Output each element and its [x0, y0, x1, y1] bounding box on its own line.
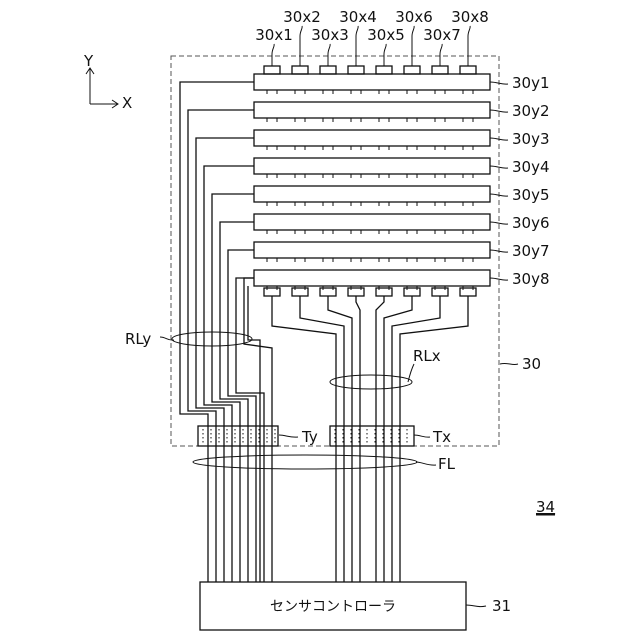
x-label-leader	[272, 44, 274, 66]
y-electrode-label: 30y8	[512, 270, 550, 288]
controller-ref-label: 31	[492, 597, 511, 615]
x-label-leader	[356, 26, 358, 66]
rlx-label: RLx	[413, 347, 441, 365]
y-label-leader	[490, 278, 508, 280]
y-electrode-bar	[254, 74, 490, 90]
y-electrode-bar	[254, 186, 490, 202]
figure-ref-label: 34	[536, 498, 555, 516]
reference-labels: RLy RLx 30 Ty Tx FL 34 31	[125, 330, 555, 615]
x-electrode-label: 30x2	[283, 8, 321, 26]
y-label-leader	[490, 166, 508, 168]
sensor-controller-label: センサコントローラ	[270, 599, 396, 615]
y-electrode-label: 30y2	[512, 102, 550, 120]
x-electrode-labels: 30x130x230x330x430x530x630x730x8	[255, 8, 489, 66]
y-electrode-label: 30y4	[512, 158, 550, 176]
x-electrode-top-pad	[264, 66, 280, 74]
x-electrode-label: 30x3	[311, 26, 349, 44]
rly-label: RLy	[125, 330, 151, 348]
x-electrode-top-pad	[320, 66, 336, 74]
tx-label: Tx	[432, 428, 451, 446]
axis-y-label: Y	[83, 52, 94, 70]
x-electrode-bottom-pad	[264, 288, 280, 296]
ty-terminal-block	[198, 426, 278, 446]
y-label-leader	[490, 222, 508, 224]
axis-x-label: X	[122, 94, 132, 112]
x-label-leader	[384, 44, 386, 66]
x-electrode-label: 30x8	[451, 8, 489, 26]
y-electrode-bar	[254, 130, 490, 146]
ty-label: Ty	[301, 428, 318, 446]
x-electrode-label: 30x4	[339, 8, 377, 26]
x-electrode-bottom-pad	[292, 288, 308, 296]
x-electrode-label: 30x7	[423, 26, 461, 44]
x-electrode-label: 30x6	[395, 8, 433, 26]
electrode-array	[254, 66, 490, 296]
x-electrode-bottom-pad	[376, 288, 392, 296]
y-electrode-bar	[254, 270, 490, 286]
y-electrode-bar	[254, 158, 490, 174]
x-routing-line	[376, 296, 384, 582]
x-label-leader	[440, 44, 442, 66]
x-label-leader	[328, 44, 330, 66]
x-label-leader	[412, 26, 414, 66]
x-electrode-bottom-pad	[348, 288, 364, 296]
x-electrode-bottom-pad	[320, 288, 336, 296]
x-electrode-bottom-pad	[460, 288, 476, 296]
y-electrode-label: 30y3	[512, 130, 550, 148]
x-label-leader	[468, 26, 470, 66]
x-routing-line	[328, 296, 352, 582]
y-electrode-label: 30y6	[512, 214, 550, 232]
x-electrode-top-pad	[432, 66, 448, 74]
y-electrode-label: 30y1	[512, 74, 550, 92]
panel-ref-label: 30	[522, 355, 541, 373]
x-electrode-bottom-pad	[432, 288, 448, 296]
x-electrode-bottom-pad	[404, 288, 420, 296]
y-electrode-label: 30y5	[512, 186, 550, 204]
x-electrode-label: 30x5	[367, 26, 405, 44]
x-electrode-top-pad	[348, 66, 364, 74]
y-routing-line	[196, 138, 254, 582]
y-electrode-label: 30y7	[512, 242, 550, 260]
y-label-leader	[490, 110, 508, 112]
x-routing-line	[356, 296, 360, 582]
y-electrode-bar	[254, 242, 490, 258]
x-electrode-top-pad	[292, 66, 308, 74]
y-routing-line	[248, 286, 260, 582]
x-label-leader	[300, 26, 302, 66]
x-electrode-top-pad	[376, 66, 392, 74]
x-routing-line	[384, 296, 412, 582]
x-electrode-label: 30x1	[255, 26, 293, 44]
x-electrode-top-pad	[404, 66, 420, 74]
fl-label: FL	[438, 455, 456, 473]
y-electrode-bar	[254, 214, 490, 230]
y-electrode-bar	[254, 102, 490, 118]
x-electrode-top-pad	[460, 66, 476, 74]
axis-indicator: Y X	[83, 52, 132, 112]
